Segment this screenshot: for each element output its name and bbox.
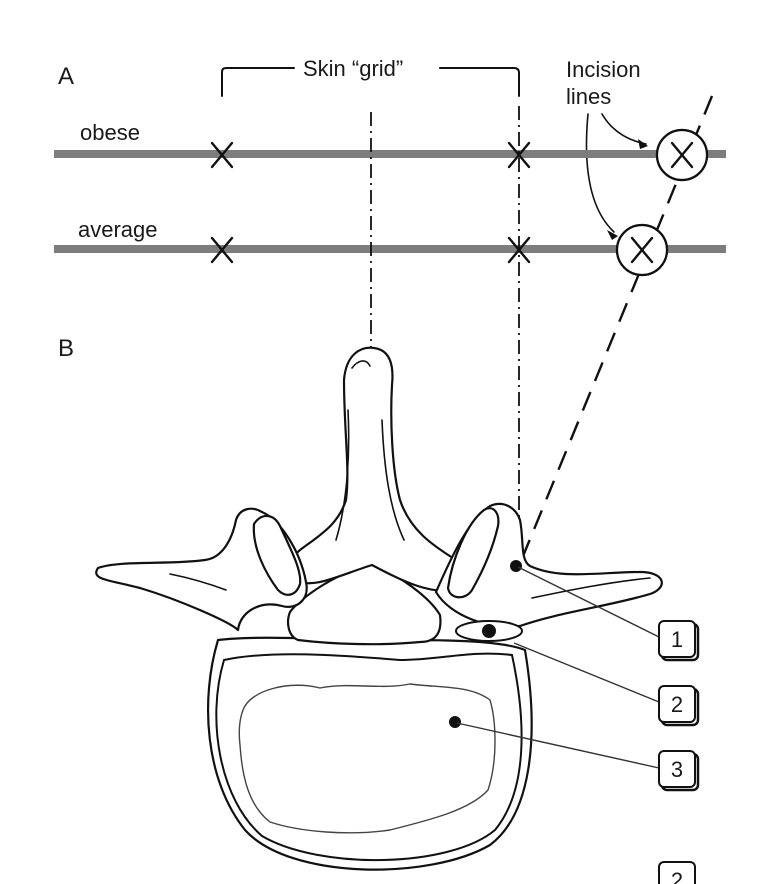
incision-lines-label-2: lines: [566, 84, 611, 109]
spinous-process: [289, 346, 468, 593]
foramen-point: [482, 624, 496, 638]
disc-center-point: [449, 716, 461, 728]
callout-box-2: 2: [658, 685, 700, 727]
leader-3: [456, 722, 660, 769]
callout-box-partial: 2: [658, 861, 696, 884]
incision-arrow-average: [585, 113, 615, 233]
row-label-obese: obese: [80, 120, 140, 145]
callout-number-partial: 2: [671, 868, 683, 884]
incision-arrow-obese: [601, 113, 647, 145]
callout-number-1: 1: [671, 627, 683, 652]
callout-box-3: 3: [658, 750, 700, 792]
skin-grid-label: Skin “grid”: [303, 56, 403, 81]
x-mark-obese-left: [210, 141, 234, 169]
arrowhead-icon: [607, 230, 618, 240]
x-mark-average-right: [507, 236, 531, 264]
row-label-average: average: [78, 217, 158, 242]
nucleus-outline: [238, 683, 496, 834]
vertebra-illustration: [95, 346, 663, 871]
vertebral-body: [207, 636, 533, 871]
skin-grid-bracket-left: [221, 67, 295, 97]
arrowhead-icon: [638, 139, 648, 149]
oblique-trajectory-dashed: [434, 95, 714, 769]
skin-grid-bracket-right: [439, 67, 520, 97]
callout-box-1: 1: [658, 620, 700, 662]
callout-number-2: 2: [671, 692, 683, 717]
panel-a-label: A: [58, 63, 74, 90]
incision-lines-label-1: Incision: [566, 57, 641, 82]
x-mark-obese-right: [507, 141, 531, 169]
facet-joint-point: [510, 560, 522, 572]
panel-b-label: B: [58, 335, 74, 362]
callout-number-3: 3: [671, 757, 683, 782]
leader-2: [513, 642, 660, 703]
x-mark-average-left: [210, 236, 234, 264]
leader-1: [517, 566, 660, 638]
right-articular-process: [446, 507, 500, 599]
left-articular-process: [252, 514, 302, 596]
